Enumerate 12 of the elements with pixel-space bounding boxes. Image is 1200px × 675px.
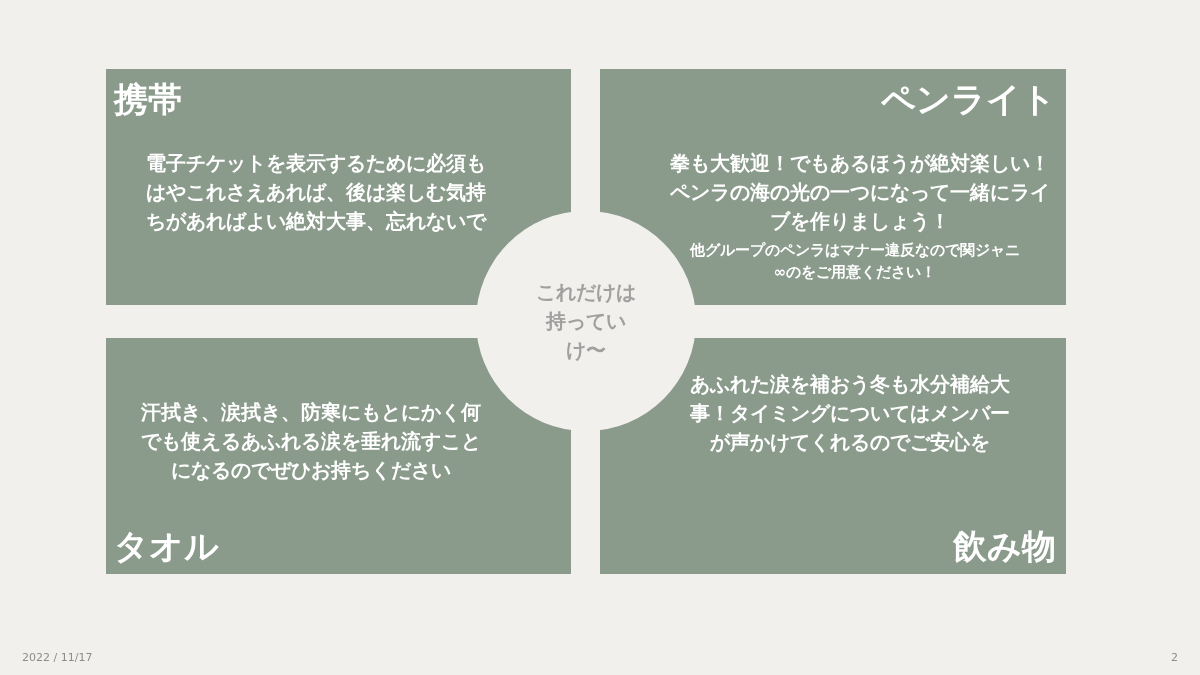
panel-text: 電子チケットを表示するために必須もはやこれさえあれば、後は楽しむ気持ちがあればよい絶対大事、忘れないで — [146, 150, 486, 235]
date-text: 2022 / 11/17 — [22, 651, 93, 665]
panel-text: 拳も大歓迎！でもあるほうが絶対楽しい！ペンラの海の光の一つになって一緒にライブを作りましょう！ — [670, 150, 1050, 235]
panel-heading: 飲み物 — [953, 526, 1056, 566]
page-number: 2 — [1171, 651, 1178, 665]
circle-text: これだけは持っていけ〜 — [535, 278, 637, 364]
note-text: 他グループのペンラはマナー違反なので関ジャニ∞のをご用意ください！ — [690, 240, 1020, 283]
panel-heading: タオル — [114, 526, 219, 566]
panel-text: あふれた涙を補おう冬も水分補給大事！タイミングについてはメンバーが声かけてくれるのでご安心を — [690, 371, 1010, 456]
panel-text: 汗拭き、涙拭き、防寒にもとにかく何でも使えるあふれる涙を垂れ流すことになるのでぜひお持ちください — [140, 399, 482, 484]
panel-heading: 携帯 — [114, 79, 182, 119]
panel-heading: ペンライト — [881, 79, 1056, 119]
